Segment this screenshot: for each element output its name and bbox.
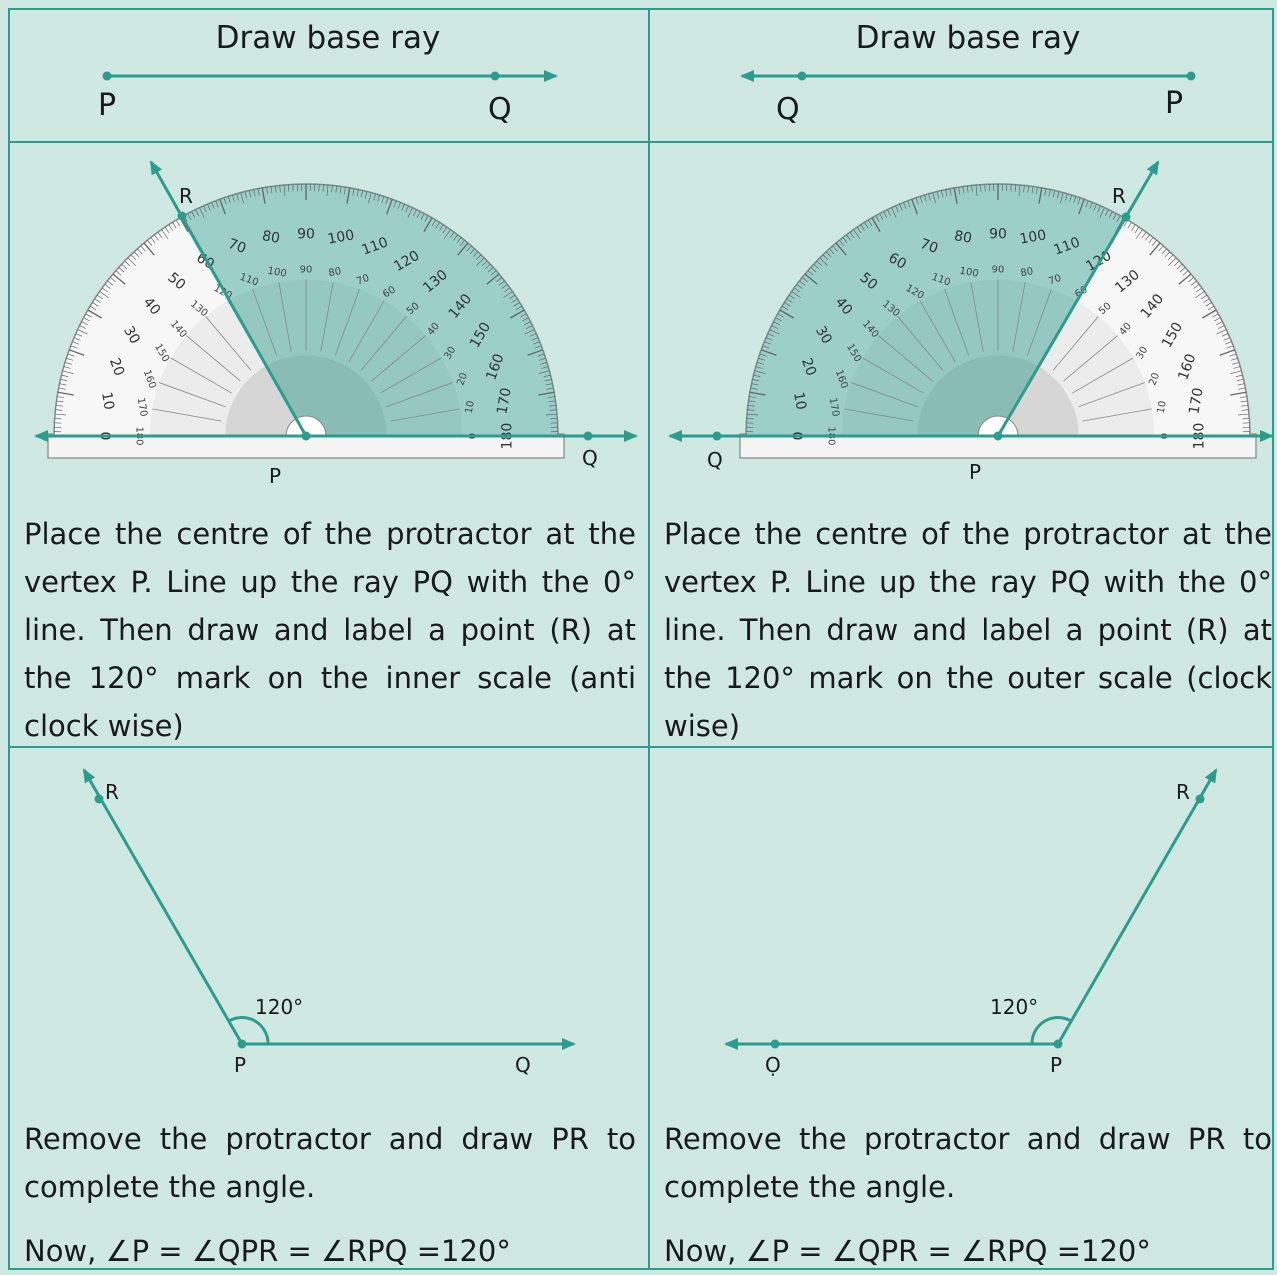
- right-step2-point-r: [1122, 213, 1131, 222]
- protractor-inner-label: 90: [992, 265, 1005, 276]
- right-step1-label-q: Q: [776, 92, 800, 127]
- left-step3-label-p: P: [234, 1053, 246, 1077]
- protractor-outer-label: 90: [989, 226, 1007, 242]
- protractor-outer-label: 90: [297, 226, 315, 242]
- protractor-outer-label: 80: [261, 228, 281, 247]
- left-step1-label-p: P: [98, 88, 116, 123]
- left-point-q: [491, 72, 500, 81]
- left-step2-text: Place the centre of the protractor at th…: [24, 510, 636, 750]
- left-step2-point-p: [302, 432, 311, 441]
- left-step3-point-p: [238, 1040, 247, 1049]
- left-step1-label-q: Q: [488, 92, 512, 127]
- right-step3-label-q: Ọ: [765, 1053, 781, 1077]
- right-step3-label-p: P: [1050, 1053, 1062, 1077]
- left-point-p: [103, 72, 112, 81]
- right-step3-ray-pr: [1058, 770, 1216, 1044]
- left-step3-label-r: R: [105, 780, 119, 804]
- left-step2-label-r: R: [179, 184, 193, 208]
- protractor-left: 0102030405060708090100110120130140150160…: [48, 184, 564, 458]
- left-step2-point-q: [584, 432, 593, 441]
- left-step3-angle: 120°: [255, 995, 303, 1019]
- protractor-outer-label: 10: [98, 391, 117, 411]
- left-step3-point-r: [95, 795, 104, 804]
- protractor-inner-label: 80: [328, 266, 342, 279]
- right-point-p: [1187, 72, 1196, 81]
- left-step2-label-p: P: [269, 464, 281, 488]
- right-step3-point-q: [771, 1040, 780, 1049]
- protractor-inner-label: 10: [464, 400, 477, 414]
- left-step3-ray-pr: [84, 770, 242, 1044]
- right-step2-label-p: P: [969, 460, 981, 484]
- left-step2-point-r: [178, 212, 187, 221]
- right-step3-label-r: R: [1176, 780, 1190, 804]
- right-step3-text: Remove the protractor and draw PR to com…: [664, 1115, 1272, 1275]
- right-step2-point-p: [994, 432, 1003, 441]
- protractor-inner-label: 10: [1156, 400, 1169, 414]
- left-step1-title: Draw base ray: [28, 20, 628, 56]
- right-step2-label-q: Q: [707, 448, 723, 472]
- right-step1-title: Draw base ray: [668, 20, 1268, 56]
- left-step2-label-q: Q: [582, 446, 598, 470]
- right-step2-point-q: [713, 432, 722, 441]
- protractor-right: 0102030405060708090100110120130140150160…: [740, 184, 1256, 458]
- right-step3-point-p: [1054, 1040, 1063, 1049]
- right-step3-angle: 120°: [990, 995, 1038, 1019]
- left-step3-label-q: Q: [515, 1053, 531, 1077]
- right-point-q: [798, 72, 807, 81]
- left-step3-text: Remove the protractor and draw PR to com…: [24, 1115, 636, 1275]
- protractor-inner-label: 90: [300, 265, 313, 276]
- right-step2-text: Place the centre of the protractor at th…: [664, 510, 1272, 750]
- protractor-outer-label: 80: [953, 228, 973, 247]
- right-step2-label-r: R: [1112, 184, 1126, 208]
- protractor-outer-label: 10: [790, 391, 809, 411]
- right-step1-label-p: P: [1165, 86, 1183, 121]
- right-step3-point-r: [1196, 795, 1205, 804]
- protractor-inner-label: 80: [1020, 266, 1034, 279]
